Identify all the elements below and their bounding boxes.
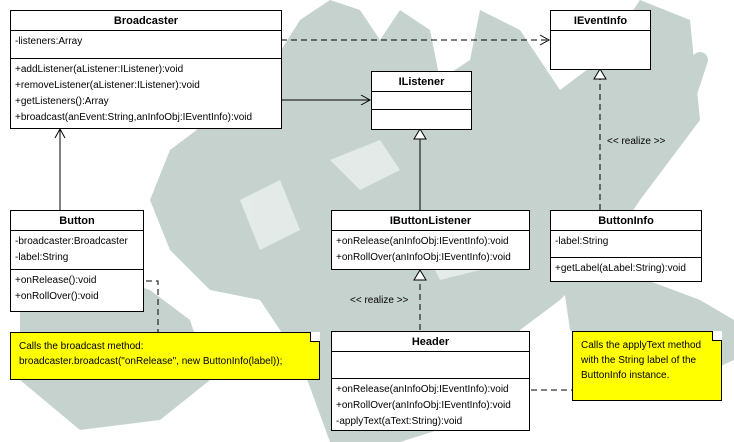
method-row: +getLabel(aLabel:String):void [555, 263, 686, 274]
method-row: +onRelease():void [15, 275, 97, 286]
attribute-row: -label:String [15, 252, 69, 263]
realize-label-buttoninfo: << realize >> [607, 136, 666, 147]
method-row: -applyText(aText:String):void [336, 416, 463, 427]
class-buttoninfo-title: ButtonInfo [551, 211, 701, 231]
class-broadcaster-methods: +addListener(aListener:IListener):void +… [11, 59, 281, 129]
note-line: Calls the broadcast method: [19, 341, 144, 352]
note-line: broadcaster.broadcast("onRelease", new B… [19, 356, 283, 367]
attribute-row: -broadcaster:Broadcaster [15, 236, 128, 247]
note-link-button [146, 280, 159, 332]
realize-label-header: << realize >> [350, 295, 409, 306]
note-fold-corner [712, 331, 722, 341]
note-header-applytext[interactable]: Calls the applyText method with the Stri… [572, 331, 722, 401]
method-row: +onRollOver(anInfoObj:IEventInfo):void [336, 400, 511, 411]
class-broadcaster[interactable]: Broadcaster -listeners:Array +addListene… [10, 10, 282, 129]
note-button-broadcast[interactable]: Calls the broadcast method: broadcaster.… [10, 332, 320, 380]
class-ibuttonlistener[interactable]: IButtonListener +onRelease(anInfoObj:IEv… [331, 210, 530, 270]
method-row: +onRelease(anInfoObj:IEventInfo):void [336, 384, 509, 395]
class-button-title: Button [11, 211, 143, 231]
method-row: +getListeners():Array [15, 96, 109, 107]
method-row: +broadcast(anEvent:String,anInfoObj:IEve… [15, 112, 253, 123]
method-row: +onRollOver():void [15, 291, 99, 302]
attribute-row: -label:String [555, 236, 609, 247]
class-button-attributes: -broadcaster:Broadcaster -label:String [11, 231, 143, 270]
method-row: +onRollOver(anInfoObj:IEventInfo):void [336, 252, 511, 263]
class-broadcaster-attributes: -listeners:Array [11, 31, 281, 59]
class-header[interactable]: Header +onRelease(anInfoObj:IEventInfo):… [331, 331, 530, 431]
note-line: with the String label of the [581, 355, 697, 366]
note-fold-corner [310, 332, 320, 342]
class-ilistener[interactable]: IListener [371, 71, 472, 130]
class-ieventinfo[interactable]: IEventInfo [550, 10, 651, 70]
class-ieventinfo-body [551, 31, 650, 69]
note-line: ButtonInfo instance. [581, 370, 670, 381]
class-header-methods: +onRelease(anInfoObj:IEventInfo):void +o… [332, 379, 529, 433]
class-button-methods: +onRelease():void +onRollOver():void [11, 270, 143, 308]
class-button[interactable]: Button -broadcaster:Broadcaster -label:S… [10, 210, 144, 312]
class-ilistener-body [372, 92, 471, 110]
class-header-title: Header [332, 332, 529, 352]
class-ilistener-methods [372, 110, 471, 116]
method-row: +onRelease(anInfoObj:IEventInfo):void [336, 236, 509, 247]
attribute-row: -listeners:Array [15, 36, 83, 47]
method-row: +removeListener(aListener:IListener):voi… [15, 80, 200, 91]
class-broadcaster-title: Broadcaster [11, 11, 281, 31]
class-buttoninfo-methods: +getLabel(aLabel:String):void [551, 258, 701, 280]
class-header-attributes [332, 352, 529, 379]
class-ilistener-title: IListener [372, 72, 471, 92]
class-ieventinfo-title: IEventInfo [551, 11, 650, 31]
class-buttoninfo-attributes: -label:String [551, 231, 701, 258]
class-buttoninfo[interactable]: ButtonInfo -label:String +getLabel(aLabe… [550, 210, 702, 282]
class-ibuttonlistener-title: IButtonListener [332, 211, 529, 231]
class-ibuttonlistener-methods: +onRelease(anInfoObj:IEventInfo):void +o… [332, 231, 529, 269]
method-row: +addListener(aListener:IListener):void [15, 64, 184, 75]
note-line: Calls the applyText method [581, 340, 702, 351]
